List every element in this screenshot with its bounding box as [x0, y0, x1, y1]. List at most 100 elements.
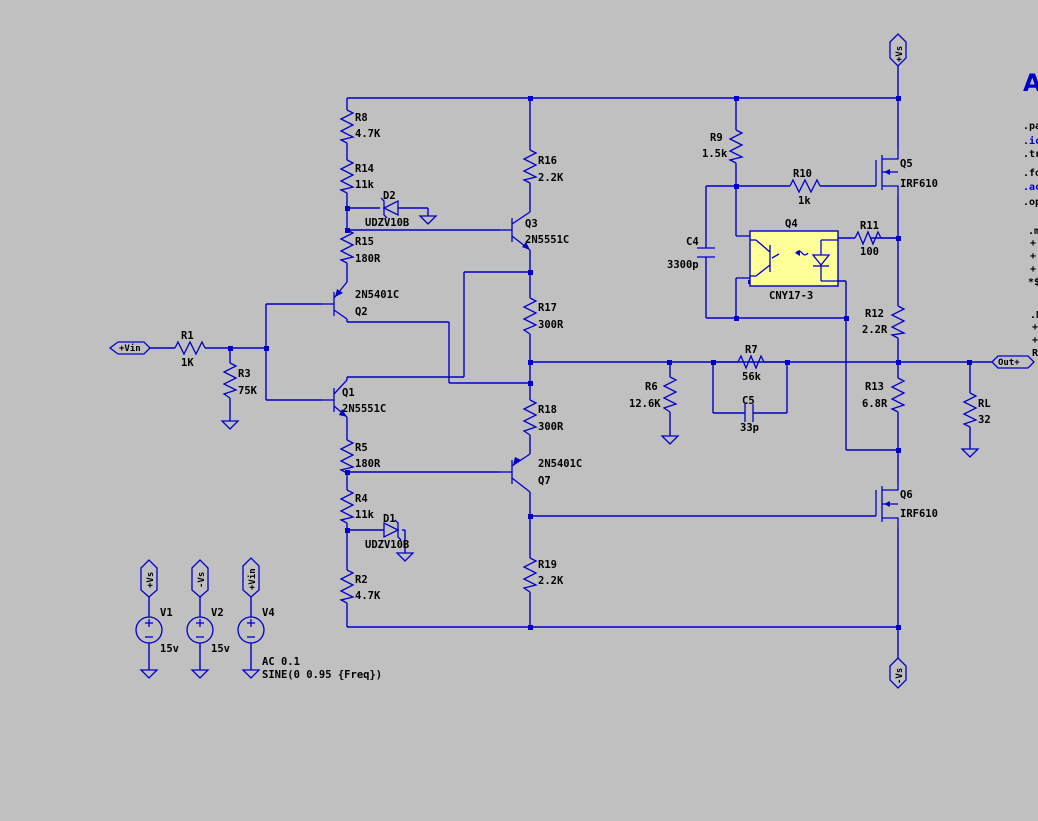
- svg-text:12.6K: 12.6K: [629, 398, 661, 410]
- capacitor-c5[interactable]: C5 33p: [740, 395, 759, 434]
- svg-text:11k: 11k: [355, 179, 375, 191]
- svg-text:4.7K: 4.7K: [355, 128, 381, 140]
- resistor-r7[interactable]: R7 56k: [713, 344, 787, 383]
- svg-text:32: 32: [978, 414, 991, 426]
- svg-text:100: 100: [860, 246, 879, 258]
- svg-text:R14: R14: [355, 163, 374, 175]
- svg-text:R15: R15: [355, 236, 374, 248]
- svg-text:R10: R10: [793, 168, 812, 180]
- svg-text:+: +: [1030, 251, 1036, 262]
- svg-text:300R: 300R: [538, 421, 564, 433]
- resistor-r19[interactable]: R19 2.2K: [522, 557, 564, 593]
- resistor-r17[interactable]: R17 300R: [522, 297, 564, 335]
- net-flag-vs-plus-top[interactable]: +Vs: [889, 33, 907, 67]
- svg-text:R18: R18: [538, 404, 557, 416]
- resistor-r5[interactable]: R5 180R: [339, 439, 381, 474]
- svg-text:Q4: Q4: [785, 218, 798, 230]
- svg-text:R3: R3: [238, 368, 251, 380]
- resistor-r2[interactable]: R2 4.7K: [339, 569, 381, 604]
- svg-text:2N5401C: 2N5401C: [355, 289, 399, 301]
- transistor-q2-pnp[interactable]: 2N5401C Q2: [322, 281, 399, 320]
- flag-vin-v4: [242, 557, 260, 598]
- voltage-source-v2[interactable]: -Vs V2 15v: [186, 559, 230, 655]
- capacitor-c4[interactable]: C4 3300p: [667, 236, 715, 271]
- svg-text:UDZV10B: UDZV10B: [365, 217, 409, 229]
- voltage-source-v4[interactable]: +Vin V4 AC 0.1 SINE(0 0.95 {Freq}): [237, 557, 382, 681]
- svg-text:AC 0.1: AC 0.1: [262, 656, 300, 668]
- resistor-r10[interactable]: R10 1k: [789, 168, 821, 207]
- svg-text:+: +: [1032, 335, 1038, 346]
- resistor-rl[interactable]: RL 32: [962, 392, 991, 428]
- svg-text:33p: 33p: [740, 422, 759, 434]
- zener-diode-d1[interactable]: D1 UDZV10B: [365, 513, 409, 551]
- resistor-r1[interactable]: R1 1K: [174, 330, 206, 369]
- svg-text:SINE(0 0.95 {Freq}): SINE(0 0.95 {Freq}): [262, 669, 382, 681]
- svg-text:R4: R4: [355, 493, 368, 505]
- svg-text:2.2K: 2.2K: [538, 172, 564, 184]
- svg-text:R2: R2: [355, 574, 368, 586]
- svg-text:R17: R17: [538, 302, 557, 314]
- flag-vs-minus-v2: [191, 559, 209, 598]
- svg-text:+Vin: +Vin: [119, 343, 141, 354]
- svg-text:Q5: Q5: [900, 158, 913, 170]
- svg-text:Q2: Q2: [355, 306, 368, 318]
- svg-text:.pa: .pa: [1023, 121, 1038, 132]
- svg-text:R6: R6: [645, 381, 658, 393]
- optocoupler-body: [749, 230, 839, 287]
- resistor-r8[interactable]: R8 4.7K: [339, 109, 381, 144]
- svg-text:56k: 56k: [742, 371, 762, 383]
- svg-text:.m: .m: [1028, 226, 1038, 237]
- svg-text:RL: RL: [978, 398, 991, 410]
- resistor-r12[interactable]: R12 2.2R: [862, 305, 907, 339]
- resistor-r4[interactable]: R4 11k: [339, 489, 375, 524]
- svg-text:+: +: [1030, 238, 1036, 249]
- svg-text:.op: .op: [1023, 197, 1038, 208]
- svg-text:2N5551C: 2N5551C: [525, 234, 569, 246]
- net-flag-vs-minus-bottom[interactable]: -Vs: [889, 657, 907, 689]
- svg-text:R16: R16: [538, 155, 557, 167]
- svg-text:.N: .N: [1030, 310, 1038, 321]
- resistor-r6[interactable]: R6 12.6K: [629, 376, 678, 413]
- svg-text:.ac: .ac: [1023, 182, 1038, 193]
- svg-text:R: R: [1032, 348, 1038, 359]
- resistor-r16[interactable]: R16 2.2K: [522, 149, 564, 184]
- svg-text:C5: C5: [742, 395, 755, 407]
- svg-text:.ic: .ic: [1023, 135, 1038, 147]
- resistor-r14[interactable]: R14 11k: [339, 159, 375, 194]
- svg-text:R12: R12: [865, 308, 884, 320]
- resistor-r13[interactable]: R13 6.8R: [862, 377, 906, 413]
- svg-text:+: +: [1032, 322, 1038, 333]
- svg-text:Out+: Out+: [998, 358, 1020, 368]
- svg-text:V1: V1: [160, 607, 173, 619]
- optocoupler-q4[interactable]: Q4 CNY17-3: [736, 218, 839, 302]
- svg-text:15v: 15v: [211, 643, 230, 655]
- svg-text:2.2R: 2.2R: [862, 324, 888, 336]
- resistor-r11[interactable]: R11 100: [854, 220, 898, 258]
- resistor-r3[interactable]: R3 75K: [222, 362, 258, 399]
- resistor-r18[interactable]: R18 300R: [522, 399, 564, 436]
- spice-directives-clipped[interactable]: A .pa .ic .tr .fo .ac .op .m + + + *$ .N…: [1023, 69, 1038, 359]
- voltage-source-v1[interactable]: +Vs V1 15v: [135, 559, 179, 655]
- mosfet-q5[interactable]: Q5 IRF610: [875, 150, 938, 195]
- svg-text:R19: R19: [538, 559, 557, 571]
- transistor-q7-pnp[interactable]: 2N5401C Q7: [500, 453, 582, 493]
- svg-text:11k: 11k: [355, 509, 375, 521]
- net-flag-out[interactable]: Out+: [991, 355, 1035, 369]
- mosfet-q6[interactable]: Q6 IRF610: [875, 483, 938, 528]
- svg-text:R11: R11: [860, 220, 879, 232]
- svg-text:R13: R13: [865, 381, 884, 393]
- transistor-q1-npn[interactable]: Q1 2N5551C: [322, 379, 386, 418]
- svg-text:C4: C4: [686, 236, 699, 248]
- resistor-r15[interactable]: R15 180R: [339, 229, 381, 265]
- resistor-r9[interactable]: R9 1.5k: [702, 129, 744, 164]
- svg-text:.tr: .tr: [1023, 149, 1038, 160]
- transistor-q3-npn[interactable]: Q3 2N5551C: [500, 211, 569, 251]
- zener-diode-d2[interactable]: D2 UDZV10B: [365, 190, 409, 229]
- svg-text:D2: D2: [383, 190, 396, 202]
- svg-text:R1: R1: [181, 330, 194, 342]
- wires: [148, 65, 992, 670]
- net-flag-vin-input[interactable]: +Vin: [108, 341, 151, 355]
- svg-text:*$: *$: [1028, 277, 1038, 288]
- svg-text:75K: 75K: [238, 385, 258, 397]
